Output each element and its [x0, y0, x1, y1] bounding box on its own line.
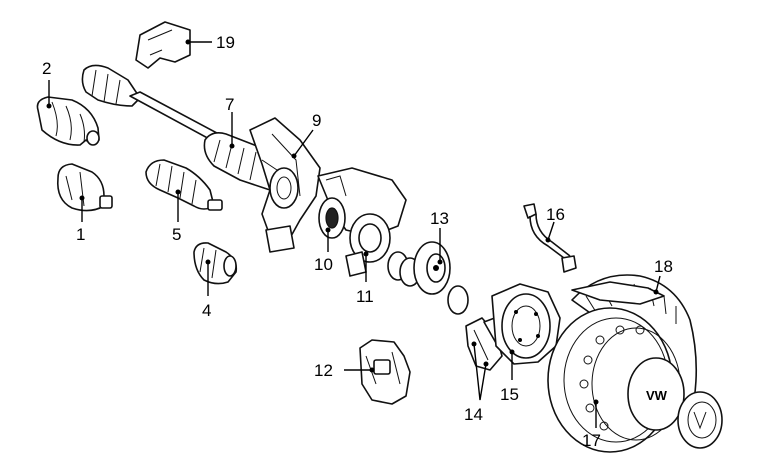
callout-15: 15	[500, 385, 519, 404]
part-15-rotor	[491, 283, 561, 365]
callout-14: 14	[464, 405, 483, 424]
callout-17: 17	[582, 431, 601, 450]
callout-labels: 19 2 1 5 4 7 9 10 11 12 13 14 15 16 17 1…	[42, 33, 673, 450]
part-5-inner-boot	[145, 159, 223, 211]
hub-cap	[677, 391, 723, 449]
part-11-ring	[345, 213, 391, 277]
callout-18: 18	[654, 257, 673, 276]
part-16-brake-hose	[523, 203, 577, 273]
part-4-small-boot	[193, 242, 238, 285]
part-1-cv-joint	[56, 163, 113, 212]
part-10-bearing	[318, 197, 346, 239]
callout-12: 12	[314, 361, 333, 380]
part-17-wheel: VW	[547, 307, 685, 453]
leader-lines	[46, 39, 661, 428]
callout-2: 2	[42, 59, 51, 78]
callout-10: 10	[314, 255, 333, 274]
wheel-logo: VW	[646, 388, 668, 403]
part-19-bracket	[135, 21, 191, 69]
callout-7: 7	[225, 95, 234, 114]
callout-19: 19	[216, 33, 235, 52]
part-9-steering-knuckle	[249, 117, 407, 253]
callout-13: 13	[430, 209, 449, 228]
callout-4: 4	[202, 301, 211, 320]
part-12-carrier	[359, 339, 411, 405]
callout-11: 11	[356, 287, 374, 306]
callout-16: 16	[546, 205, 565, 224]
callout-5: 5	[172, 225, 181, 244]
part-2-cv-boot	[36, 96, 100, 146]
part-13-hub	[413, 241, 451, 295]
callout-1: 1	[76, 225, 85, 244]
callout-9: 9	[312, 111, 321, 130]
